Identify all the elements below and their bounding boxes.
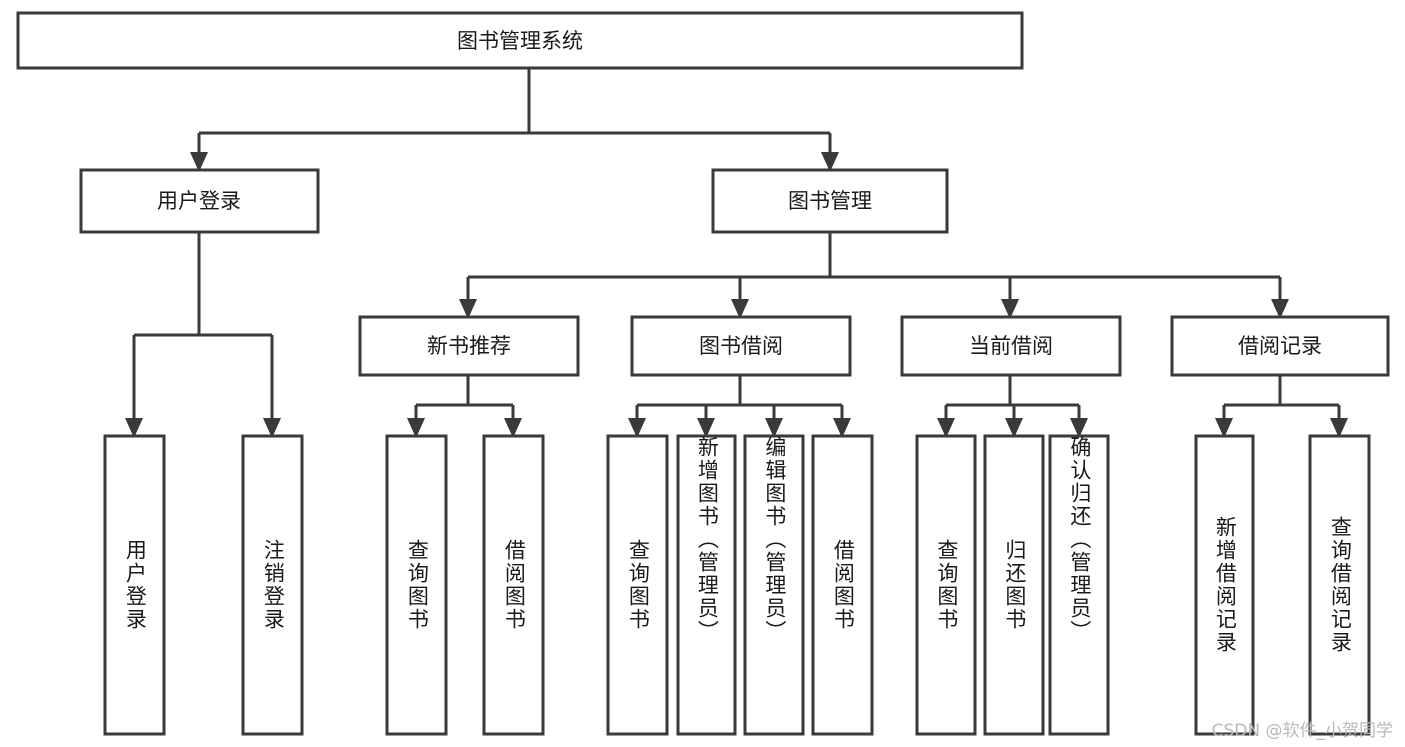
node-borrow-record-label: 借阅记录 — [1238, 334, 1322, 358]
node-borrow-record[interactable]: 借阅记录 — [1170, 315, 1390, 377]
node-current-borrow[interactable]: 当前借阅 — [900, 315, 1122, 377]
csdn-watermark: CSDN @软件_小贺同学 — [1211, 721, 1393, 741]
node-book-manage-label: 图书管理 — [788, 189, 872, 213]
leaf-box-add-record — [1194, 434, 1255, 736]
connector-newbook-to-leaves — [407, 375, 522, 438]
leaf-box-confirm-return — [1048, 434, 1110, 736]
leaf-box-add-book — [676, 434, 737, 736]
leaf-box-edit-book — [743, 434, 805, 736]
node-current-borrow-label: 当前借阅 — [969, 334, 1053, 358]
leaf-box-query-record — [1308, 434, 1371, 736]
connector-userlogin-to-leaves — [125, 232, 281, 438]
node-book-manage[interactable]: 图书管理 — [711, 168, 949, 234]
leaf-box-user-logout — [241, 434, 304, 736]
leaf-box-borrow-book-1 — [482, 434, 545, 736]
node-user-login[interactable]: 用户登录 — [79, 168, 320, 234]
node-book-borrow-label: 图书借阅 — [699, 334, 783, 358]
connector-bookmanage-to-level3 — [459, 232, 1289, 319]
connector-currentborrow-to-leaves — [937, 375, 1088, 438]
leaf-box-borrow-book-2 — [811, 434, 874, 736]
connector-root-to-level2 — [190, 68, 839, 172]
node-root-system[interactable]: 图书管理系统 — [16, 11, 1024, 70]
leaf-box-query-book-3 — [915, 434, 977, 736]
leaf-box-query-book-2 — [606, 434, 669, 736]
connector-borrowrecord-to-leaves — [1215, 375, 1348, 438]
node-new-book-rec-label: 新书推荐 — [427, 334, 511, 358]
leaf-boxes — [103, 434, 1371, 736]
leaf-box-user-login — [103, 434, 166, 736]
leaf-box-return-book — [983, 434, 1045, 736]
node-new-book-rec[interactable]: 新书推荐 — [358, 315, 580, 377]
connector-bookborrow-to-leaves — [628, 375, 851, 438]
leaf-box-query-book-1 — [385, 434, 448, 736]
node-book-borrow[interactable]: 图书借阅 — [630, 315, 852, 377]
node-user-login-label: 用户登录 — [157, 189, 241, 213]
node-root-label: 图书管理系统 — [457, 29, 583, 53]
